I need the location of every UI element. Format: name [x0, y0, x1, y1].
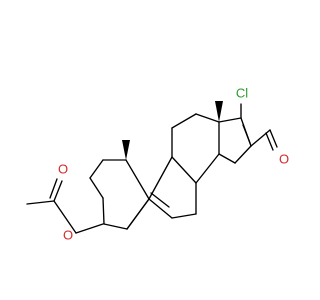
- bond-aldehyde-oxygen-2: [265, 132, 274, 151]
- methyl-wedge-c13: [215, 101, 223, 122]
- carbonyl-oxygen-label: O: [58, 161, 68, 176]
- bond-ring-a-2: [89, 177, 104, 199]
- bond-ring-b-1: [126, 198, 150, 230]
- bond-ring-b-3: [171, 213, 197, 219]
- bond-ring-a-6: [125, 159, 150, 200]
- bond-ring-d-1: [218, 117, 242, 123]
- bond-ring-a-1: [89, 159, 104, 179]
- bond-aldehyde-carbon: [250, 129, 271, 147]
- bond-ring-b-double: [150, 192, 170, 208]
- chlorine-atom-label: Cl: [236, 85, 248, 100]
- bond-acetate-carbon: [53, 200, 77, 234]
- methyl-wedge-c10: [122, 140, 130, 160]
- bond-ring-d-double: [242, 124, 251, 144]
- bond-ring-c-3: [195, 113, 220, 123]
- bond-ester-oxygen: [75, 223, 104, 234]
- bond-ring-d-3: [234, 145, 252, 164]
- bond-carbonyl-2: [49, 178, 58, 199]
- bond-acetate-methyl: [26, 200, 55, 205]
- molecule-structure-diagram: Cl O O O: [26, 85, 289, 242]
- aldehyde-oxygen-label: O: [279, 151, 289, 166]
- bond-ring-c-2: [171, 113, 197, 129]
- stereo-wedges: [122, 101, 223, 160]
- bond-carbonyl-1: [53, 180, 63, 202]
- bond-ring-a-4: [103, 223, 128, 230]
- bond-aldehyde-oxygen-1: [269, 129, 278, 148]
- bond-ring-b-2: [148, 198, 173, 219]
- bond-ring-b-6: [148, 156, 173, 200]
- bond-ring-d-4: [218, 153, 236, 164]
- bond-ring-a-3: [102, 197, 105, 225]
- bond-ring-c-5: [195, 153, 220, 184]
- atom-labels: Cl O O O: [58, 85, 289, 242]
- bond-ring-b-5: [171, 156, 197, 184]
- bond-skeleton: [26, 103, 278, 234]
- ester-oxygen-label: O: [63, 227, 73, 242]
